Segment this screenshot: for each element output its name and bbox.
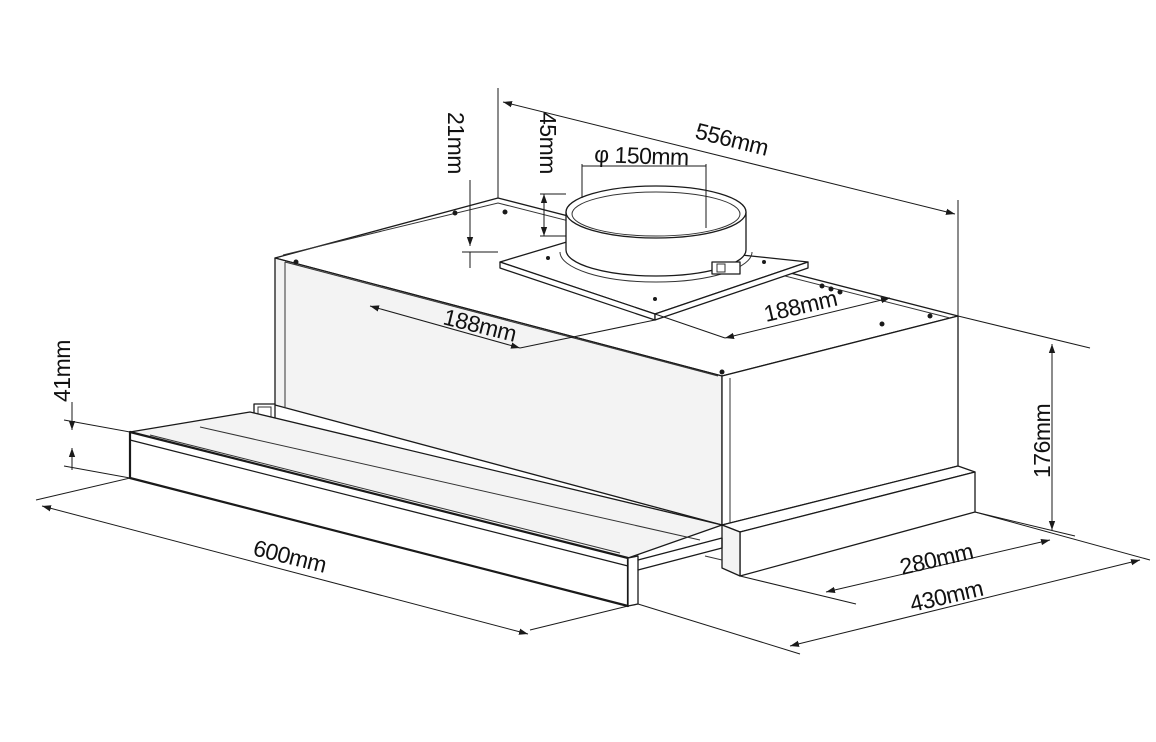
label-21: 21mm (443, 112, 469, 174)
hole-icon (502, 209, 508, 215)
duct-clip-icon (711, 261, 741, 275)
visor-tray-inner-edge-2 (199, 426, 701, 541)
top-holes (293, 209, 933, 375)
front-skirt-ledge (704, 555, 723, 561)
ext-line (957, 315, 1091, 349)
ext-line (63, 465, 131, 479)
hole-icon (452, 210, 458, 216)
hood-top-rim (282, 202, 951, 319)
mounting-plate-front (654, 261, 809, 321)
screw-icon (653, 297, 657, 301)
ext-line (974, 511, 1076, 537)
hole-icon (837, 289, 843, 295)
dim-line-600 (41, 505, 529, 635)
front-skirt (704, 465, 976, 577)
ext-line (519, 319, 656, 349)
dim-line-188-left (369, 305, 521, 349)
screw-icon (546, 256, 550, 260)
ext-line (974, 511, 1151, 561)
ext-line (654, 313, 726, 339)
label-556: 556mm (693, 118, 771, 161)
dim-line-430 (789, 559, 1141, 647)
front-skirt-side (721, 524, 741, 577)
duct-collar-flange (559, 251, 753, 283)
screw-icon (762, 260, 766, 264)
ext-line (637, 603, 801, 655)
ext-line (529, 605, 629, 631)
hole-icon (719, 369, 725, 375)
label-45: 45mm (535, 112, 561, 174)
hole-icon (819, 283, 825, 289)
ext-line (35, 477, 131, 501)
label-phi-150: φ 150mm (594, 141, 689, 170)
duct-clip-detail (716, 263, 726, 273)
duct-collar (559, 185, 753, 283)
dim-line-556 (502, 101, 956, 215)
visor-bar-end (627, 555, 639, 607)
hole-icon (293, 259, 299, 265)
hole-icon (828, 286, 834, 292)
hole-icon (879, 321, 885, 327)
dim-line-188-right (724, 297, 891, 339)
duct-collar-rim (565, 185, 747, 239)
label-430: 430mm (907, 575, 985, 617)
ext-line (63, 419, 131, 433)
label-280: 280mm (897, 538, 975, 580)
visor-front-bar-top-edge (129, 439, 629, 567)
label-41: 41mm (49, 340, 75, 402)
visor-tray-inner-edge (149, 434, 621, 554)
ext-line (739, 575, 857, 605)
dimension-lines (35, 88, 1151, 655)
label-176: 176mm (1029, 404, 1055, 478)
visor-right-rail (637, 537, 723, 571)
hole-icon (927, 313, 933, 319)
